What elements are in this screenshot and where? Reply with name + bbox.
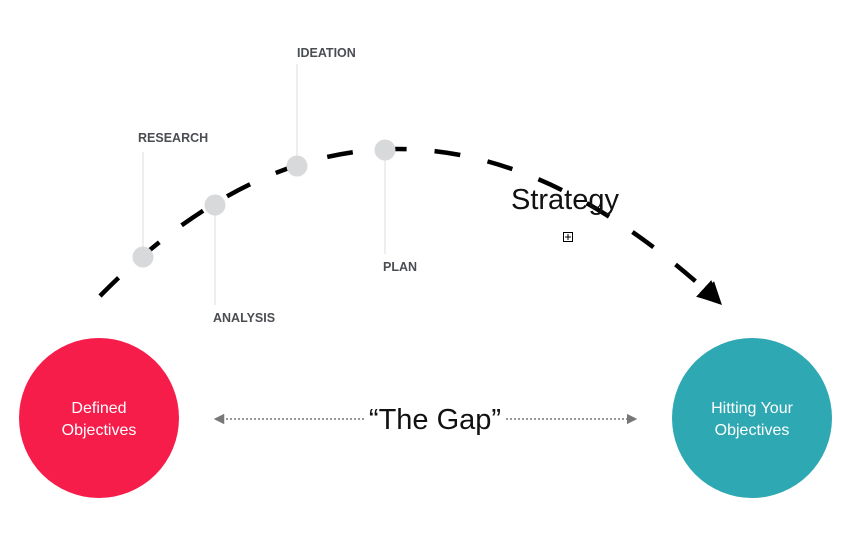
defined-objectives-circle <box>19 338 179 498</box>
ideation-dot <box>286 155 308 177</box>
research-dot <box>132 246 154 268</box>
stage-label-plan: PLAN <box>383 260 417 274</box>
stage-label-ideation: IDEATION <box>297 46 356 60</box>
hitting-objectives-line2: Objectives <box>715 422 790 439</box>
stage-label-analysis: ANALYSIS <box>213 311 275 325</box>
defined-objectives-line2: Objectives <box>62 422 137 439</box>
stage-label-research: RESEARCH <box>138 131 208 145</box>
analysis-dot <box>204 194 226 216</box>
plan-dot <box>374 139 396 161</box>
strategy-arc <box>98 146 721 304</box>
hitting-objectives-circle <box>672 338 832 498</box>
plus-box-icon[interactable] <box>563 232 573 242</box>
strategy-label: Strategy <box>511 184 619 216</box>
hitting-objectives-line1: Hitting Your <box>711 400 794 417</box>
gap-label: “The Gap” <box>369 404 501 436</box>
arrowhead <box>698 281 722 305</box>
defined-objectives-line1: Defined <box>71 400 126 417</box>
